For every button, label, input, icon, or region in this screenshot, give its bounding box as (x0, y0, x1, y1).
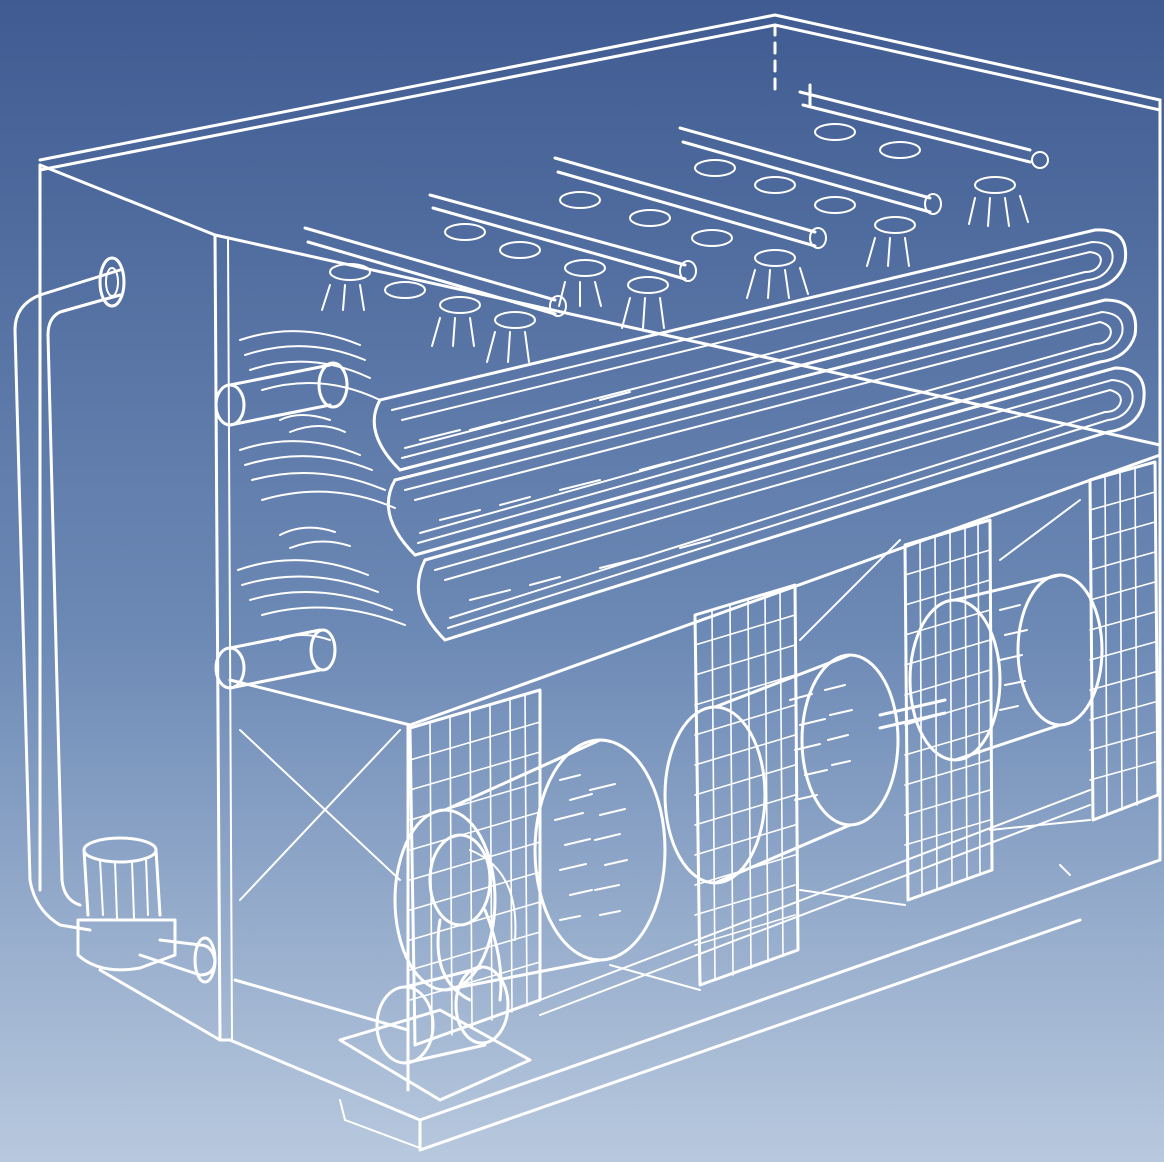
coil-inlet-connection (214, 361, 349, 427)
fan-drive-belt (428, 833, 517, 1002)
water-basin (233, 789, 1091, 1032)
outer-casing (38, 13, 1162, 1152)
recirculation-pump (76, 836, 217, 984)
spray-nozzles (321, 123, 1029, 363)
fan-housing (393, 738, 667, 992)
cross-bracing (239, 729, 401, 901)
spray-header-pipes (303, 83, 1049, 317)
centrifugal-fan-housings (393, 573, 1104, 992)
fan-housing (908, 573, 1104, 762)
fan-motor (338, 965, 532, 1102)
serpentine-coil-bundle (237, 228, 1146, 642)
fan-housing (663, 653, 900, 885)
fan-shaft (878, 698, 947, 717)
water-riser-pipe (13, 256, 126, 932)
fan-frame (228, 453, 1162, 1092)
